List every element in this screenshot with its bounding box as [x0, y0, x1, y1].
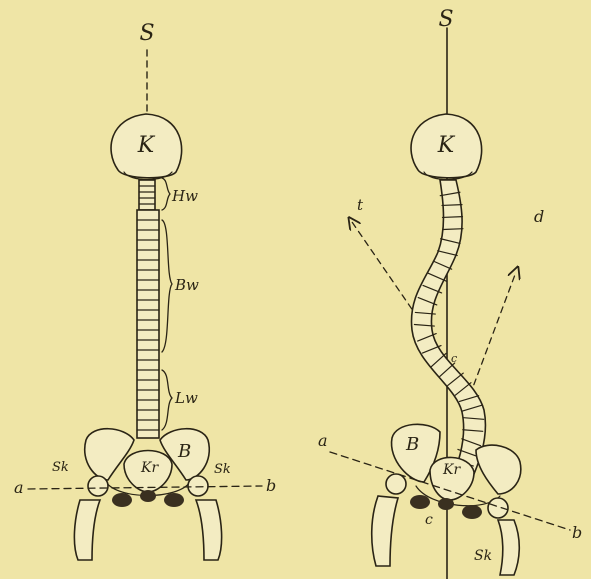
- right-label-c-center: c: [451, 352, 457, 365]
- left-figure: S K Hw Bw Lw Kr B Sk Sk a b: [14, 21, 276, 560]
- left-cervical-vertebrae: [139, 180, 155, 210]
- left-label-a: a: [14, 478, 24, 497]
- right-label-K: K: [437, 133, 456, 158]
- vertebra-line: [442, 205, 462, 206]
- left-label-K: K: [137, 133, 156, 158]
- left-thoracic-brace: [162, 220, 172, 352]
- right-figure: S K t d c B Kr c Sk a b: [318, 7, 582, 579]
- left-label-S: S: [139, 21, 154, 46]
- left-label-Hw: Hw: [171, 187, 198, 205]
- right-arrow-t: [352, 222, 418, 318]
- left-cervical-brace: [162, 178, 170, 210]
- right-label-B: B: [405, 434, 419, 455]
- right-label-Kr: Kr: [442, 462, 461, 478]
- right-label-b: b: [572, 523, 582, 542]
- left-label-B: B: [177, 441, 191, 462]
- left-lumbar-brace: [162, 370, 172, 430]
- right-label-d: d: [534, 207, 544, 226]
- vertebra-line: [442, 217, 462, 218]
- left-label-Bw: Bw: [174, 276, 199, 294]
- vertebra-line: [443, 229, 463, 230]
- left-label-b: b: [266, 476, 276, 495]
- right-label-c-pelvis: c: [425, 512, 433, 528]
- left-label-Sk-left: Sk: [52, 460, 69, 475]
- left-label-Lw: Lw: [174, 389, 198, 407]
- left-label-Sk-right: Sk: [214, 462, 231, 477]
- right-arrow-d: [470, 272, 516, 395]
- right-label-S: S: [438, 7, 453, 32]
- left-spinal-column: [137, 210, 159, 438]
- right-label-t: t: [357, 196, 364, 214]
- right-label-Sk: Sk: [474, 548, 492, 564]
- left-label-Kr: Kr: [140, 460, 159, 476]
- right-label-a: a: [318, 431, 328, 450]
